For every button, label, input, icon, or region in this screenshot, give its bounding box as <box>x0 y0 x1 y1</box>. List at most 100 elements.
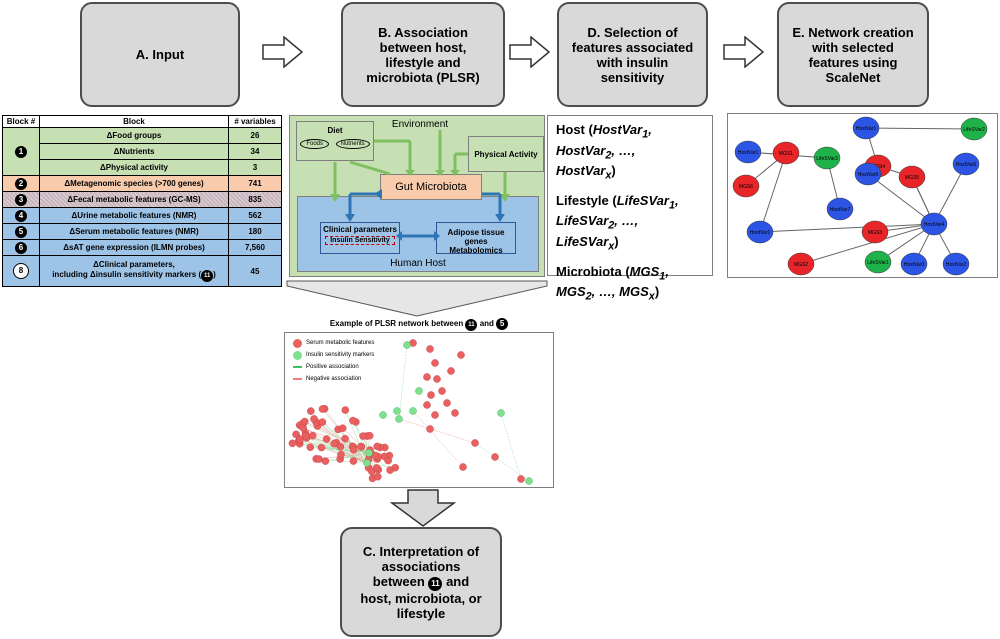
serum-feature-node <box>373 442 381 451</box>
d-microbiota-group: Microbiota (MGS1, MGS2, …, MGSx) <box>556 264 704 305</box>
dots: …, <box>598 284 616 300</box>
insulin-marker-node <box>363 459 371 467</box>
sub-1: 1 <box>659 270 666 283</box>
legend-positive-text: Positive association <box>306 364 359 370</box>
network-node-label: LifeSVar3 <box>816 156 838 162</box>
serum-feature-node <box>322 435 331 443</box>
serum-feature-node <box>374 472 382 481</box>
serum-feature-node <box>337 450 345 459</box>
plsr-edge <box>313 418 368 464</box>
block-cell: ΔSerum metabolic features (NMR) <box>39 223 229 240</box>
block-num-cell: 5 <box>2 223 40 240</box>
network-node <box>826 197 854 221</box>
network-node <box>854 162 882 186</box>
network-edge <box>759 223 935 235</box>
serum-feature-node <box>330 439 338 448</box>
table-row: ΔNutrients 34 <box>3 143 282 160</box>
step-d-selection: D. Selection of features associated with… <box>557 2 708 107</box>
microbiota-label: Microbiota ( <box>556 263 630 279</box>
sub-1: 1 <box>642 128 649 141</box>
step-e-line3: features using <box>808 54 898 70</box>
down-arrow-icon <box>390 489 456 527</box>
step-c-badge: 11 <box>428 576 443 591</box>
network-node-label: MGS2 <box>794 262 808 268</box>
comma: , <box>674 192 679 208</box>
insulin-marker-node <box>497 409 505 417</box>
adipose-box: Adipose tissue genes Metabolomics <box>436 222 516 255</box>
network-node-label: LifeSVar2 <box>963 127 985 133</box>
legend-green-line <box>293 366 302 368</box>
d-features-list: Host (HostVar1, HostVar2, …, HostVarx) L… <box>547 115 713 303</box>
life-var-2: LifeSVar <box>556 213 609 229</box>
block-cell: ΔClinical parameters, including Δinsulin… <box>39 255 229 287</box>
serum-feature-node <box>349 446 358 454</box>
serum-feature-node <box>423 401 431 409</box>
serum-feature-node <box>431 359 439 367</box>
serum-feature-node <box>426 425 434 433</box>
gut-microbiota-box: Gut Microbiota <box>380 174 482 200</box>
example-badge-2: 5 <box>496 318 509 330</box>
close-paren: ) <box>614 233 619 249</box>
legend-serum-text: Serum metabolic features <box>306 340 375 346</box>
insulin-marker-node <box>365 449 373 457</box>
block-num-cell: 8 <box>2 255 40 287</box>
plsr-edge <box>474 442 530 482</box>
network-node <box>813 146 841 170</box>
legend-negative-text: Negative association <box>306 376 362 382</box>
block-num-cell: 4 <box>2 207 40 224</box>
step-e-line2: with selected <box>812 39 894 55</box>
clinical-label: Clinical parameters <box>323 225 397 234</box>
arrow-d-to-e-icon <box>723 36 765 68</box>
network-edge <box>800 223 935 266</box>
step-c-interpretation: C. Interpretation of associations betwee… <box>340 527 502 637</box>
serum-feature-node <box>310 415 318 423</box>
serum-feature-node <box>296 435 305 443</box>
mgs-2: MGS <box>556 284 586 300</box>
vars-cell: 34 <box>228 143 282 160</box>
arrow-a-to-b-icon <box>262 36 304 68</box>
network-node <box>787 252 815 276</box>
network-node <box>861 220 889 244</box>
dots: …, <box>621 213 639 229</box>
block-cell-line2-text: including Δinsulin sensitivity markers <box>52 270 197 279</box>
plsr-edge <box>355 421 368 464</box>
block-cell: ΔsAT gene expression (ILMN probes) <box>39 239 229 256</box>
step-c-line1: C. Interpretation of <box>362 543 480 559</box>
header-variables: # variables <box>228 115 282 128</box>
network-node <box>900 252 928 276</box>
block-number-badge: 1 <box>15 145 27 158</box>
step-d-line4: sensitivity <box>600 69 665 85</box>
serum-feature-node <box>427 391 435 399</box>
network-node <box>960 117 988 141</box>
network-node-label: MGS1 <box>779 151 793 157</box>
network-edge <box>865 125 975 132</box>
block-number-badge: 2 <box>15 177 27 190</box>
serum-feature-node <box>386 466 394 474</box>
sub-1: 1 <box>668 199 675 212</box>
header-block: Block <box>39 115 229 128</box>
table-row: 8 ΔClinical parameters, including Δinsul… <box>2 255 282 287</box>
block-cell-line1: ΔClinical parameters, <box>93 260 175 269</box>
network-node <box>864 250 892 274</box>
example-badge-1: 11 <box>465 319 478 331</box>
sub-2: 2 <box>585 290 592 303</box>
network-node-label: HostVar4 <box>924 222 945 228</box>
sub-x: x <box>648 290 655 303</box>
comma: , <box>611 142 616 158</box>
block-cell-line2: including Δinsulin sensitivity markers (… <box>42 270 226 282</box>
plsr-edge <box>412 410 464 468</box>
host-var-x: HostVar <box>556 163 606 179</box>
plsr-edge <box>322 421 368 464</box>
example-title: Example of PLSR network between 11 and 5 <box>284 318 554 331</box>
b-arrows-icon <box>330 130 510 241</box>
vars-cell: 835 <box>228 191 282 208</box>
environment-label: Environment <box>391 119 449 130</box>
example-title-and: and <box>479 319 494 328</box>
serum-feature-node <box>423 373 431 381</box>
step-c-line4: host, microbiota, or <box>360 590 482 606</box>
physical-activity-label: Physical Activity <box>474 150 538 159</box>
network-node <box>942 252 970 276</box>
sub-2: 2 <box>605 149 612 162</box>
network-node-label: HostVar1 <box>750 230 771 236</box>
example-network-panel: Serum metabolic features Insulin sensiti… <box>284 332 554 488</box>
